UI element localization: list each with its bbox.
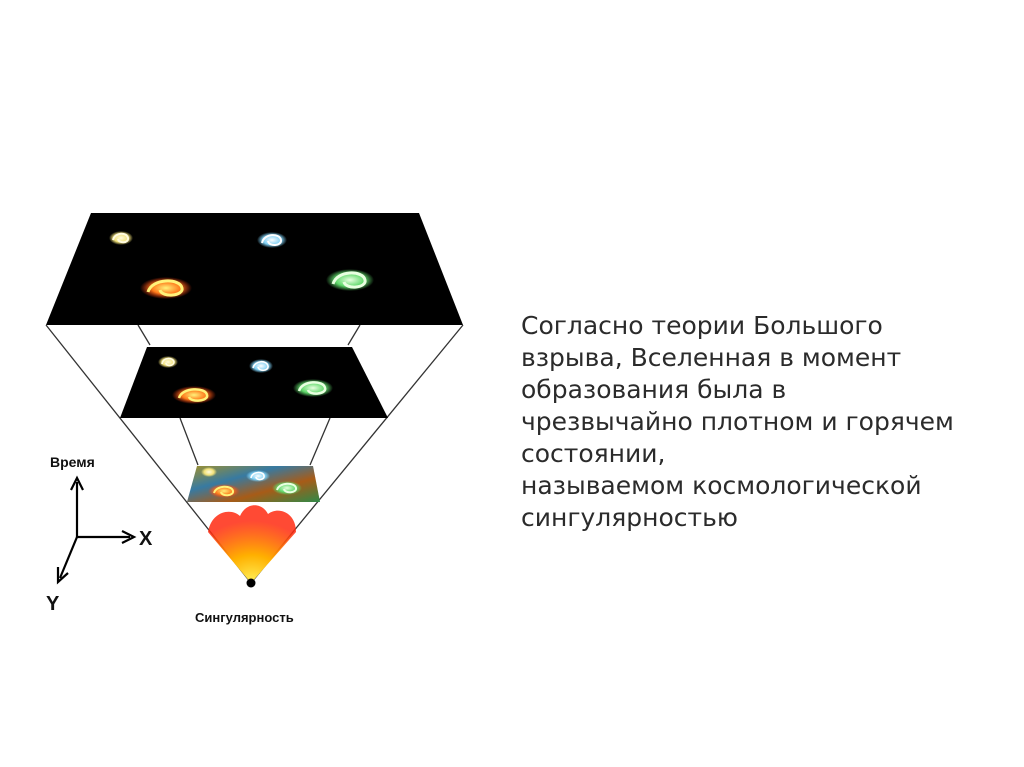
description-line: состоянии, [521, 439, 666, 468]
description-line: сингулярностью [521, 503, 738, 532]
galaxy-orange-icon [172, 386, 216, 404]
galaxy-blue-icon [249, 359, 273, 373]
plane-past [120, 347, 388, 418]
axes [56, 475, 137, 585]
description-text: Согласно теории Большого взрыва, Вселенн… [521, 310, 1011, 534]
galaxy-green-icon [326, 269, 374, 291]
galaxy-yellow-icon [158, 356, 178, 368]
description-line: взрыва, Вселенная в момент [521, 343, 902, 372]
plane-present [46, 213, 463, 325]
x-arrow-icon [121, 530, 137, 544]
time-arrow-icon [70, 475, 84, 491]
galaxy-blue-icon [257, 232, 287, 248]
y-arrow-icon [56, 567, 69, 585]
galaxy-yellow-icon [201, 467, 217, 477]
galaxy-yellow-icon [109, 231, 133, 245]
y-axis-label: Y [46, 593, 60, 615]
description-line: образования была в [521, 375, 787, 404]
galaxy-orange-icon [208, 484, 240, 498]
x-axis-label: X [139, 528, 153, 550]
galaxy-green-icon [293, 379, 333, 397]
plane-early [187, 466, 320, 502]
description-line: чрезвычайно плотном и горячем [521, 407, 954, 436]
singularity-point [246, 578, 256, 588]
time-axis-label: Время [50, 454, 95, 470]
galaxy-green-icon [272, 481, 302, 495]
fireball [208, 505, 296, 583]
galaxy-blue-icon [246, 470, 270, 482]
description-line: Согласно теории Большого [521, 311, 883, 340]
singularity-label: Сингулярность [195, 610, 294, 625]
big-bang-diagram: Время X Y Сингулярность [45, 213, 464, 625]
description-line: называемом космологической [521, 471, 922, 500]
y-axis [58, 536, 79, 579]
galaxy-orange-icon [140, 277, 192, 299]
